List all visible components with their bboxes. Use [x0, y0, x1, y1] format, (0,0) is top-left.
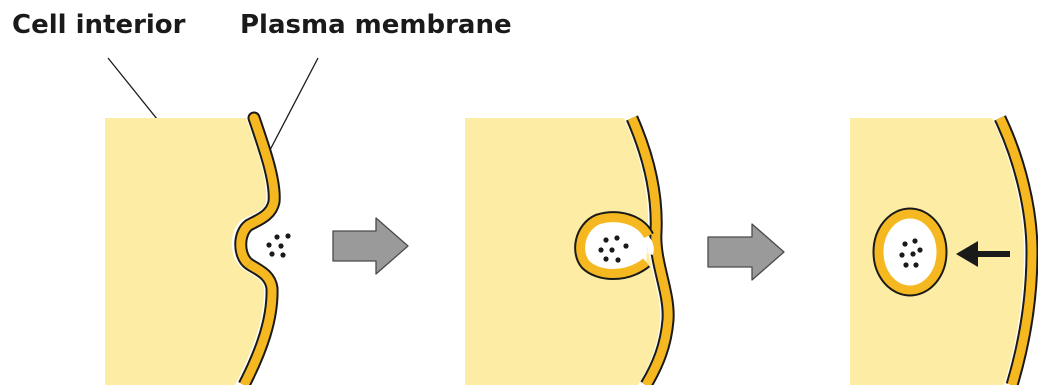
stage-1-invagination	[105, 118, 291, 385]
stage-1-cargo-particles	[266, 233, 290, 257]
stage-3-vesicle-fill	[879, 214, 941, 290]
process-arrow-1	[333, 218, 408, 274]
stage-2-vesicle-membrane-fill	[581, 218, 648, 274]
process-arrow-2	[708, 224, 784, 280]
plasma-membrane-leader-line	[270, 58, 318, 150]
stage-3-vesicle	[850, 118, 1032, 385]
stage-2-pinching	[465, 118, 668, 385]
